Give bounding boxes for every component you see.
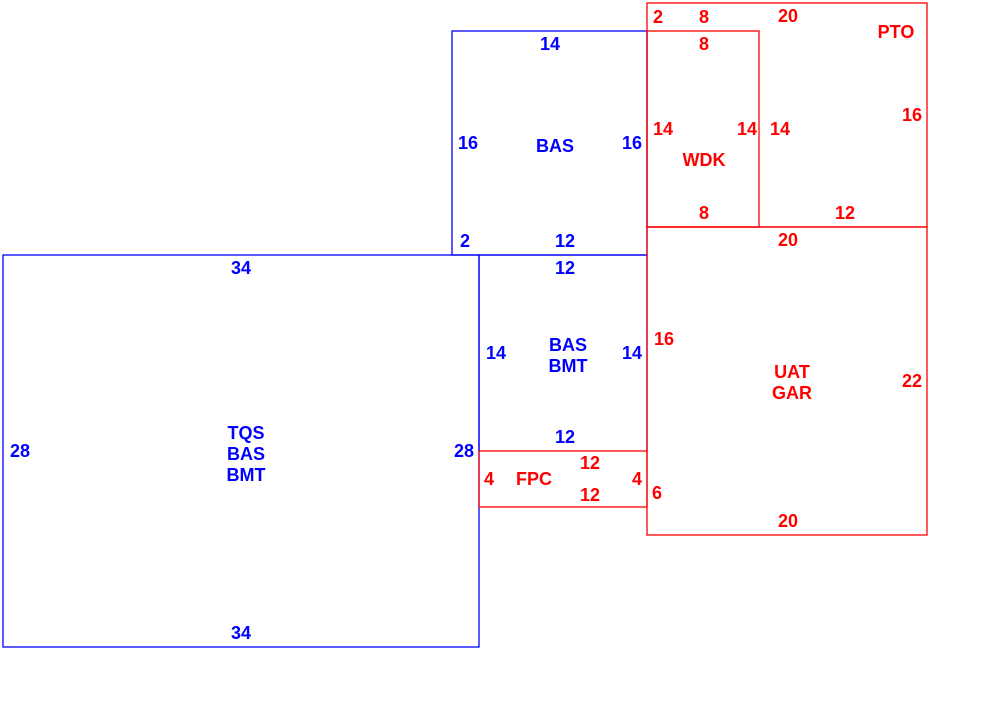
dim-label: 2 [460,231,470,251]
dim-label: 28 [10,441,30,461]
dim-label: 4 [632,469,642,489]
dim-label: 20 [778,511,798,531]
dim-label: 12 [835,203,855,223]
uat-gar-outline [646,226,928,536]
dim-label: 14 [540,34,560,54]
dim-label: 28 [454,441,474,461]
area-name: BAS [227,444,265,464]
dim-label: 34 [231,623,251,643]
area-name: BAS [549,335,587,355]
dim-label: 8 [699,7,709,27]
dim-label: 12 [555,258,575,278]
dim-label: 4 [484,469,494,489]
dim-label: 20 [778,230,798,250]
dim-label: 8 [699,203,709,223]
fpc-outline [478,450,648,508]
dim-label: 12 [555,427,575,447]
dim-label: 12 [580,485,600,505]
area-name: FPC [516,469,552,489]
dim-label: 14 [770,119,790,139]
dim-label: 2 [653,7,663,27]
dim-label: 22 [902,371,922,391]
dim-label: 16 [902,105,922,125]
area-name: BMT [549,356,588,376]
dim-label: 16 [654,329,674,349]
dim-label: 16 [622,133,642,153]
area-name: BAS [536,136,574,156]
dim-label: 20 [778,6,798,26]
dim-label: 12 [580,453,600,473]
dim-label: 14 [737,119,757,139]
dim-label: 14 [653,119,673,139]
area-name: BMT [227,465,266,485]
dim-label: 14 [486,343,506,363]
dim-label: 14 [622,343,642,363]
dim-label: 6 [652,483,662,503]
area-name: UAT [774,362,810,382]
dim-label: 34 [231,258,251,278]
dim-label: 16 [458,133,478,153]
area-name: PTO [878,22,915,42]
dim-label: 12 [555,231,575,251]
area-name: GAR [772,383,812,403]
area-name: WDK [683,150,726,170]
area-name: TQS [227,423,264,443]
dim-label: 8 [699,34,709,54]
